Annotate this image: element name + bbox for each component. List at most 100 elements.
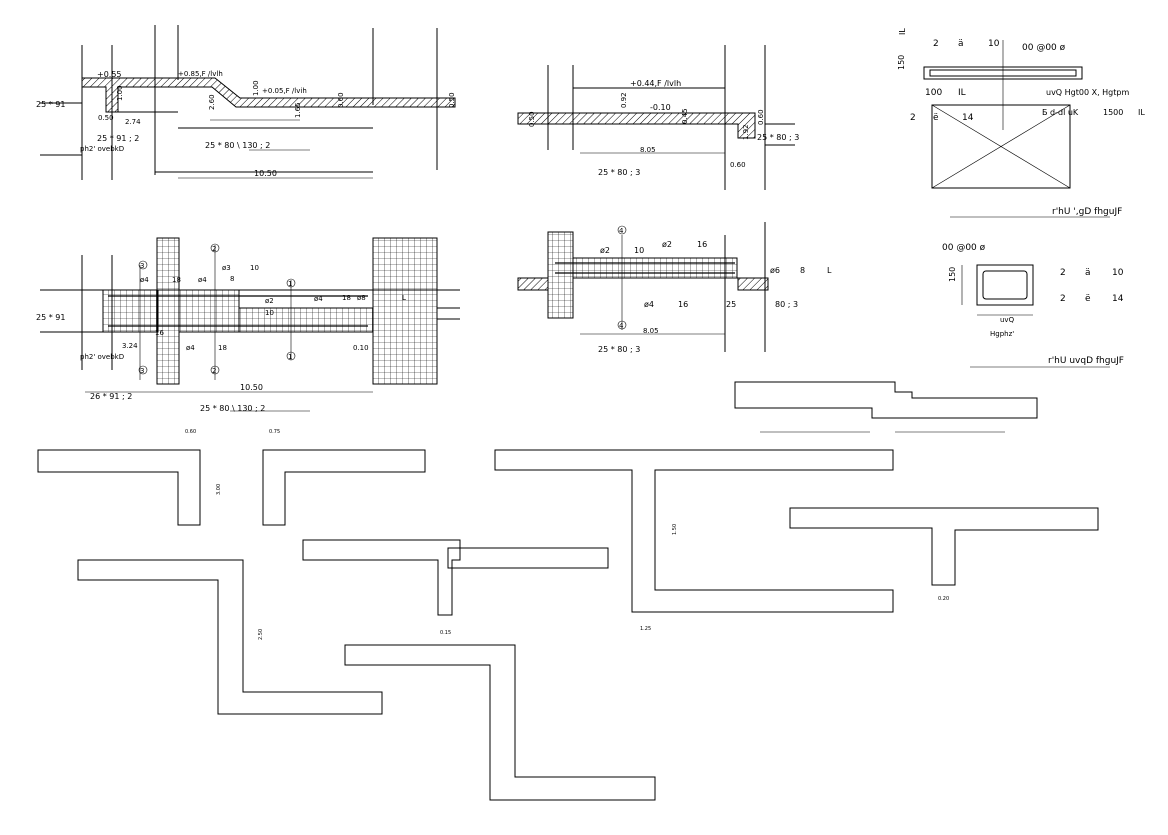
span-dim: 8.05	[640, 146, 656, 154]
rebar-callout: ø4	[314, 295, 323, 303]
dim-label: 1.65	[294, 102, 302, 118]
level-mark: +0.05,F /lvih	[262, 87, 307, 95]
label: IL	[958, 88, 966, 98]
dim-label: 150	[948, 267, 957, 282]
beam-note: 25 * 91	[36, 313, 65, 322]
section-mark: 2	[212, 367, 216, 375]
beam-note: 25 * 80 \ 130 ; 2	[205, 141, 270, 150]
dim-label: 0.60	[185, 429, 196, 435]
section-caption: r'hU uvqD fhguJF	[1048, 356, 1124, 366]
section-mark: 2	[212, 245, 216, 253]
label: 1500	[1103, 108, 1123, 117]
label: 2	[933, 39, 939, 49]
beam-note: ph2' ovebkD	[80, 353, 124, 361]
dim-label: 2.50	[258, 629, 264, 640]
rebar-callout: 10	[265, 309, 274, 317]
beam-note: ph2' ovebkD	[80, 145, 124, 153]
dim-label: 1.92	[742, 124, 750, 140]
dim-label: 1.00	[252, 80, 260, 96]
dim-label: 0.75	[269, 429, 280, 435]
rebar-row: 2	[1060, 294, 1066, 304]
detail-a-section: +0.55 +0.85,F /lvlh +0.05,F /lvih 1.00 2…	[36, 25, 456, 180]
rebar-callout: 18	[218, 344, 227, 352]
beam-note: 26 * 91 ; 2	[90, 392, 132, 401]
rebar-row: ë	[1085, 294, 1091, 304]
rebar-callout: ø4	[140, 276, 149, 284]
rebar-callout: 0.10	[353, 344, 369, 352]
cross-section-2: 00 @00 ø 150 2 ä 10 2 ë 14 uvQ Hgphz' r'…	[942, 243, 1124, 368]
rebar-callout: 80 ; 3	[775, 300, 798, 309]
label: uvQ	[1000, 316, 1015, 324]
label: 00 @00 ø	[942, 243, 986, 253]
dim-label: 0.50	[98, 114, 114, 122]
rebar-callout: L	[827, 266, 832, 275]
dim-label: 0.45	[681, 108, 689, 124]
beam-note: 25 * 80 ; 3	[598, 168, 640, 177]
label: 100	[925, 88, 942, 98]
dim-label: 0.50	[528, 111, 536, 127]
rebar-callout: ø2	[662, 240, 672, 249]
dim-label: 0.50	[448, 92, 456, 108]
section-mark: 3	[140, 367, 144, 375]
level-mark: +0.55	[97, 70, 122, 79]
detail-a-reinforcement: 3 2 1 1 2 3 25 * 91 ø4 ø3 10 8 ø2 ø4 18 …	[36, 237, 460, 413]
dim-label: 0.20	[938, 596, 949, 602]
beam-note: 25 * 80 \ 130 ; 2	[200, 404, 265, 413]
rebar-callout: 3.24	[122, 342, 138, 350]
label: Hgphz'	[990, 330, 1014, 338]
rebar-callout: 10	[634, 246, 644, 255]
detail-b-reinforcement: 4 4 ø2 ø2 16 10 ø6 8 L ø4 16 25 80 ; 3 8…	[517, 222, 832, 354]
dim-label: 0.60	[337, 92, 345, 108]
rebar-callout: 18	[172, 276, 181, 284]
rebar-row: 10	[1112, 268, 1124, 278]
label: uvQ Hgt00 X, Hgtpm	[1046, 88, 1129, 97]
span-dim: 0.60	[730, 161, 746, 169]
dim-label: 3.00	[216, 484, 222, 495]
span-dim: 10.50	[240, 383, 263, 392]
section-mark: 1	[288, 353, 292, 361]
rebar-callout: L	[402, 294, 406, 302]
label: Б d-dl uK	[1042, 108, 1079, 117]
section-caption: r'hU ',gD fhguJF	[1052, 207, 1122, 217]
rebar-callout: 16	[155, 329, 164, 337]
rebar-callout: 8	[800, 266, 805, 275]
rebar-callout: 10	[250, 264, 259, 272]
beam-note: 25 * 80 ; 3	[598, 345, 640, 354]
level-mark: +0.85,F /lvlh	[178, 70, 223, 78]
label: 10	[988, 39, 1000, 49]
dim-label: 0.92	[620, 92, 628, 108]
rebar-callout: 18	[342, 294, 351, 302]
rebar-row: 14	[1112, 294, 1124, 304]
label: ä	[958, 39, 964, 49]
dim-label: 2.74	[125, 118, 141, 126]
rebar-callout: ø2	[600, 246, 610, 255]
rebar-callout: 16	[678, 300, 688, 309]
beam-note: 25 * 80 ; 3	[757, 133, 799, 142]
section-mark: 1	[288, 280, 292, 288]
dim-label: 1.00	[116, 85, 124, 101]
beam-note: 25 * 91 ; 2	[97, 134, 139, 143]
cross-section-1: IL 2 ä 10 00 @00 ø 150 100 IL uvQ Hgt00 …	[897, 28, 1145, 218]
rebar-row: ä	[1085, 268, 1091, 278]
dim-label: 0.60	[757, 109, 765, 125]
label: 14	[962, 113, 974, 123]
rebar-row: 2	[1060, 268, 1066, 278]
rebar-callout: ø4	[198, 276, 207, 284]
label: IL	[1138, 108, 1145, 117]
label: ë	[933, 113, 939, 123]
label: 00 @00 ø	[1022, 43, 1066, 53]
dim-label: 1.25	[640, 626, 651, 632]
rebar-callout: 8	[230, 275, 234, 283]
rebar-callout: ø4	[186, 344, 195, 352]
section-mark: 3	[140, 262, 144, 270]
level-mark: -0.10	[650, 103, 671, 112]
label: IL	[898, 28, 907, 35]
section-mark: 4	[619, 322, 624, 330]
level-mark: +0.44,F /lvlh	[630, 79, 681, 88]
dim-label: 0.15	[440, 630, 451, 636]
dim-label: 1.50	[672, 524, 678, 535]
dim-label: 2.60	[208, 94, 216, 110]
rebar-callout: ø6	[770, 266, 780, 275]
rebar-callout: 25	[726, 300, 736, 309]
